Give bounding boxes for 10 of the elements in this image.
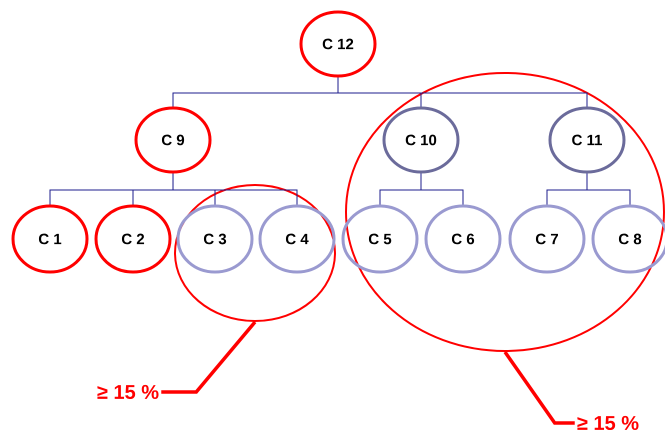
group-ellipse bbox=[345, 72, 665, 352]
connector-line bbox=[338, 77, 588, 107]
connector-line bbox=[420, 173, 464, 205]
percentage-label: ≥ 15 % bbox=[97, 384, 159, 400]
connector-line bbox=[172, 173, 298, 205]
group-ellipse bbox=[174, 184, 336, 322]
percentage-label: ≥ 15 % bbox=[577, 416, 638, 430]
leader-line bbox=[161, 320, 256, 394]
connector-line bbox=[586, 173, 630, 205]
leader-line bbox=[504, 350, 575, 425]
